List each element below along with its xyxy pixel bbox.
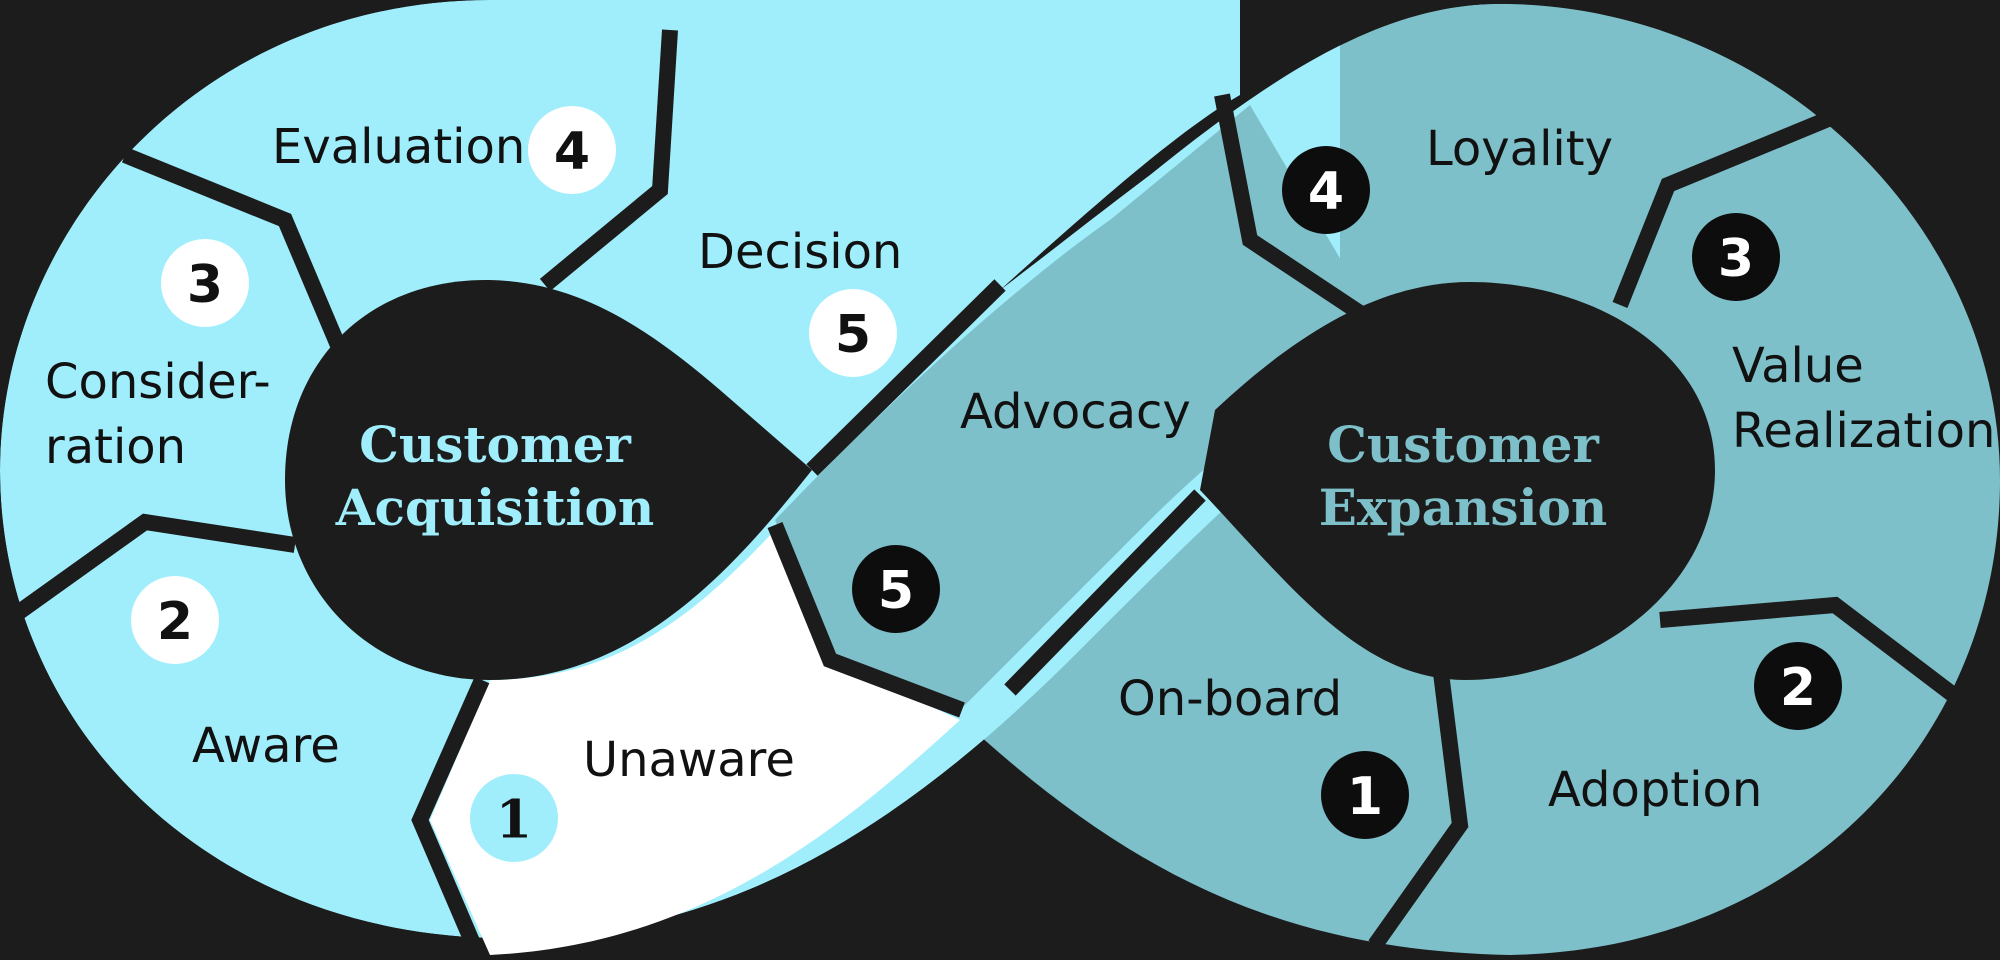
badge-onboard: 1 (1321, 751, 1409, 839)
badge-advocacy: 5 (852, 545, 940, 633)
badge-evaluation-number: 4 (554, 122, 590, 182)
expansion-hub-line2: Expansion (1319, 478, 1607, 537)
acquisition-hub-label: Customer Acquisition (335, 415, 654, 537)
badge-onboard-number: 1 (1347, 767, 1383, 827)
unaware-label: Unaware (583, 732, 795, 788)
divider-unaware-aware (411, 676, 490, 960)
badge-onboard-circle (1321, 751, 1409, 839)
divider-evaluation-decision (539, 29, 678, 292)
badge-value-realization-circle (1692, 213, 1780, 301)
divider-consideration-evaluation (121, 147, 348, 354)
divider-unaware-advocacy (767, 521, 965, 718)
badge-adoption: 2 (1754, 642, 1842, 730)
badge-value-realization: 3 (1692, 213, 1780, 301)
divider-onboard-advocacy (1004, 489, 1206, 696)
divider-adoption-onboard (1368, 664, 1469, 950)
badge-advocacy-circle (852, 545, 940, 633)
badge-evaluation: 4 (528, 106, 616, 194)
badge-adoption-circle (1754, 642, 1842, 730)
divider-advocacy-loyality (1214, 93, 1383, 332)
badge-aware-number: 2 (157, 592, 193, 652)
badge-adoption-number: 2 (1780, 658, 1816, 718)
badge-consideration-circle (161, 239, 249, 327)
loyality-label: Loyality (1426, 121, 1613, 177)
badge-decision-circle (809, 289, 897, 377)
acquisition-hub (285, 279, 812, 680)
acquisition-hub-line2: Acquisition (335, 478, 654, 537)
badge-decision: 5 (809, 289, 897, 377)
expansion-hub-line1: Customer (1327, 415, 1599, 474)
divider-aware-consideration (10, 513, 297, 622)
segment-unaware (430, 530, 960, 955)
badge-unaware: 1 (470, 774, 558, 862)
badge-aware-circle (131, 576, 219, 664)
consideration-label-line2: ration (45, 419, 186, 475)
divider-value-adoption (1659, 596, 1965, 707)
segment-dividers (10, 29, 1965, 960)
badge-aware: 2 (131, 576, 219, 664)
badge-unaware-circle (470, 774, 558, 862)
badge-loyality-circle (1282, 146, 1370, 234)
divider-decision-advocacy (806, 279, 1006, 476)
value-realization-label-line1: Value (1732, 338, 1864, 394)
expansion-hub (1200, 282, 1715, 680)
badge-value-realization-number: 3 (1718, 229, 1754, 289)
badge-unaware-number: 1 (496, 790, 532, 851)
badge-advocacy-number: 5 (878, 561, 914, 621)
evaluation-label: Evaluation (272, 119, 525, 175)
badge-evaluation-circle (528, 106, 616, 194)
value-realization-label-line2: Realization (1732, 403, 1995, 459)
acquisition-hub-line1: Customer (359, 415, 631, 474)
badge-consideration: 3 (161, 239, 249, 327)
divider-loyality-value (1612, 102, 1854, 308)
aware-label: Aware (192, 718, 340, 774)
adoption-label: Adoption (1548, 762, 1762, 818)
badge-loyality: 4 (1282, 146, 1370, 234)
badge-decision-number: 5 (835, 305, 871, 365)
onboard-label: On-board (1118, 671, 1342, 727)
decision-label: Decision (698, 224, 902, 280)
badge-loyality-number: 4 (1308, 162, 1344, 222)
expansion-hub-label: Customer Expansion (1319, 415, 1607, 537)
consideration-label-line1: Consider- (45, 354, 271, 410)
acquisition-mask (1000, 0, 2000, 290)
advocacy-label: Advocacy (960, 384, 1191, 440)
badge-consideration-number: 3 (187, 255, 223, 315)
